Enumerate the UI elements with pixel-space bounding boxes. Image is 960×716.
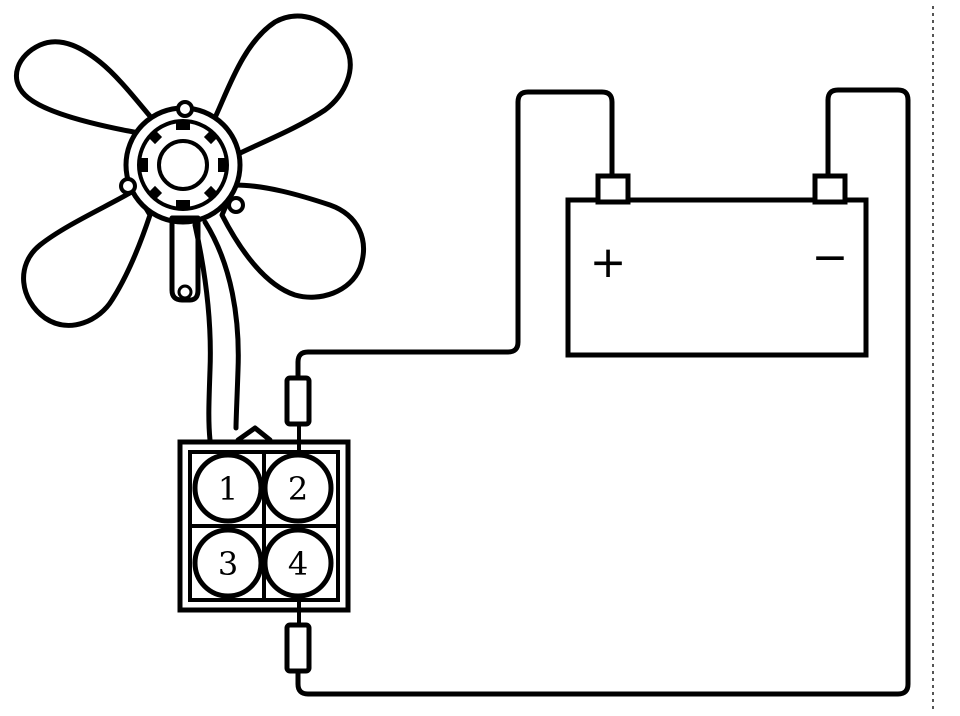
battery-positive-symbol: + <box>590 237 627 288</box>
terminal-label-4: 4 <box>288 545 308 583</box>
fan-blade-upper-left <box>13 39 163 138</box>
terminal-label-2: 2 <box>288 470 308 508</box>
jumper-wire-negative <box>284 87 911 697</box>
fan-bracket-hole <box>177 284 193 300</box>
fan-mount-ear-right <box>227 196 245 214</box>
connector-terminal-3 <box>192 527 264 599</box>
terminal-label-1: 1 <box>218 470 238 508</box>
jumper-wire-positive <box>284 89 615 457</box>
fan-mount-ear-top <box>176 100 194 118</box>
fan-hub-center <box>157 139 209 191</box>
jumper-clip-negative <box>284 622 312 674</box>
jumper-clip-positive <box>284 375 312 427</box>
fan-motor <box>13 13 366 328</box>
battery-negative-post <box>812 173 848 205</box>
fan-hub-vents <box>140 122 226 208</box>
fan-blade-upper-right <box>207 13 353 161</box>
battery: + − <box>565 173 869 358</box>
fan-blade-lower-left <box>21 187 153 328</box>
fan-bracket <box>169 215 201 303</box>
fan-blade-lower-right <box>219 182 366 300</box>
battery-case <box>565 197 869 358</box>
fan-connector: 1 2 3 4 <box>177 425 351 613</box>
connector-terminal-1 <box>192 452 264 524</box>
fan-mount-ear-left <box>119 177 137 195</box>
terminal-label-3: 3 <box>218 545 238 583</box>
fan-harness <box>192 219 241 443</box>
battery-negative-symbol: − <box>812 232 849 283</box>
battery-positive-post <box>595 173 631 205</box>
